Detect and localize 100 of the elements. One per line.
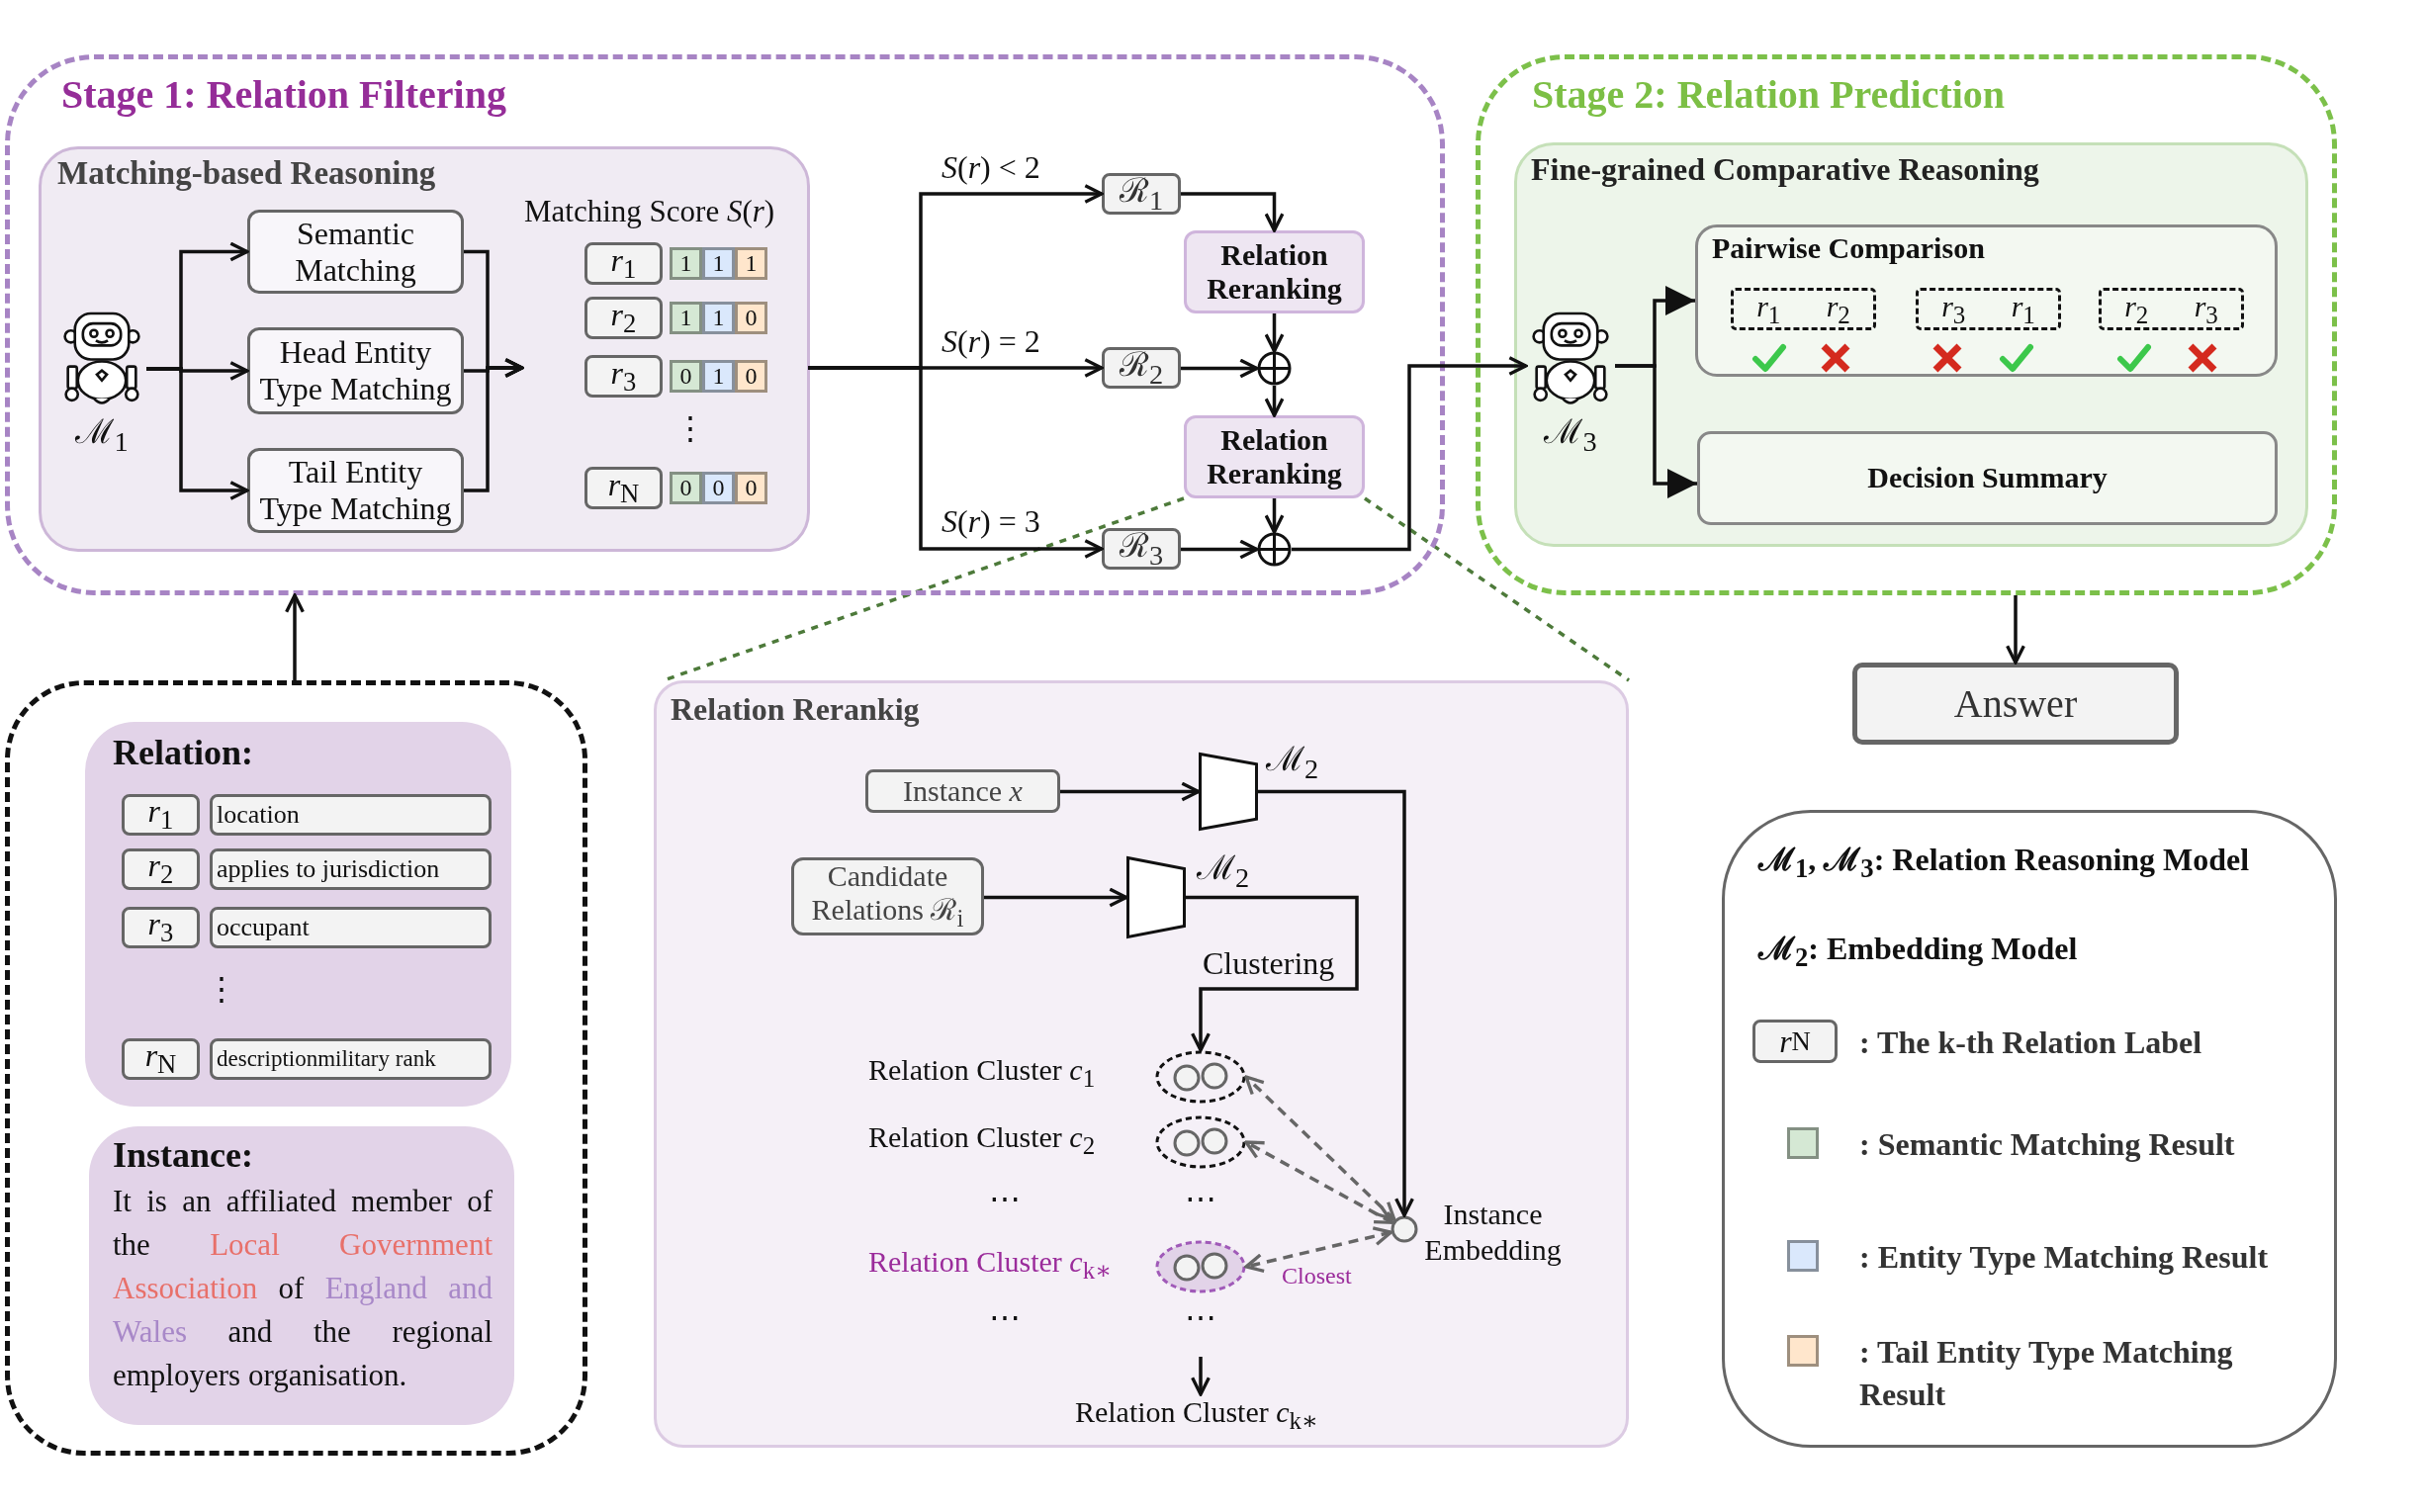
box-label: applies to jurisdiction — [217, 854, 440, 884]
arrow — [1191, 1357, 1211, 1396]
panel — [39, 146, 810, 552]
box-label: 0 — [745, 474, 758, 502]
relation-symbol: r$_{2}$ — [1826, 291, 1850, 327]
box-label: 1 — [679, 304, 692, 332]
box-label: ℛ$_{3}$ — [1119, 525, 1164, 573]
box-label: 1 — [745, 249, 758, 278]
dashed-frame — [5, 680, 587, 1456]
relation-symbol: r$_{2}$ — [2124, 291, 2149, 327]
box-label: r$_{1}$ — [610, 241, 637, 286]
box-label: 0 — [745, 304, 758, 332]
panel-title: Relation Rerankig — [671, 691, 920, 728]
ellipsis-dots: ⋮ — [210, 970, 233, 1009]
sum-junction-symbol — [1257, 532, 1292, 567]
box-label: Semantic Matching — [294, 215, 417, 289]
box-label: Answer — [1953, 680, 2078, 727]
panel-title: Matching-based Reasoning — [57, 155, 436, 192]
arrow — [1258, 789, 1414, 1217]
box-label: r$_{1}$ — [147, 793, 174, 837]
score-cell — [670, 247, 702, 280]
relation-symbol: r$_{1}$ — [1756, 291, 1781, 327]
relation-symbol: r$_{3}$ — [1941, 291, 1966, 327]
arrow — [2006, 595, 2025, 665]
relation-label-box — [122, 794, 200, 836]
rerank-box — [1184, 230, 1365, 313]
ellipsis-dots: ⋯ — [1184, 1298, 1217, 1337]
rerank-box — [1184, 415, 1365, 498]
relation-symbol: r$_{3}$ — [2194, 291, 2218, 327]
pair-box — [2099, 288, 2244, 330]
score-cell — [702, 247, 735, 280]
box-label: 1 — [712, 304, 725, 332]
relation-label-box — [584, 297, 663, 339]
answer-box — [1852, 663, 2179, 745]
arrow — [1264, 313, 1285, 353]
score-cell — [702, 472, 735, 504]
model-label: ℳ$_{1}$ — [75, 413, 129, 457]
arrow — [1060, 781, 1201, 802]
stage-title: Stage 2: Relation Prediction — [1532, 71, 2006, 118]
arrow — [285, 593, 305, 680]
embedding-label: Instance Embedding — [1423, 1197, 1563, 1268]
dashed-arrow — [1244, 1226, 1393, 1273]
relation-label-box — [584, 355, 663, 398]
box-label: 0 — [679, 362, 692, 391]
score-cell — [702, 302, 735, 334]
cluster-label: Relation Cluster c$_{1}$ — [868, 1052, 1097, 1094]
score-cell — [735, 472, 767, 504]
ellipsis-dots: ⋯ — [1184, 1180, 1217, 1218]
stage-title: Stage 1: Relation Filtering — [61, 71, 506, 118]
arrow — [146, 367, 249, 500]
panel-title: Fine-grained Comparative Reasoning — [1531, 151, 2039, 188]
box-label: Relation Reranking — [1206, 422, 1343, 491]
score-cell — [735, 360, 767, 393]
pair-box — [1916, 288, 2061, 330]
score-cell — [670, 360, 702, 393]
box-label: 0 — [712, 474, 725, 502]
process-box — [247, 327, 464, 414]
relation-value-box — [210, 907, 492, 948]
legend-text: : Entity Type Matching Result — [1859, 1238, 2270, 1277]
legend-text: : The k-th Relation Label — [1859, 1023, 2203, 1062]
panel-title: Instance: — [113, 1134, 253, 1176]
arrow — [1181, 192, 1285, 232]
relation-symbol: r$_{1}$ — [2011, 291, 2035, 327]
arrow — [808, 366, 1104, 559]
box-label: Decision Summary — [1867, 461, 2108, 495]
arrow — [1292, 356, 1528, 552]
model-label: ℳ$_{2}$ — [1266, 740, 1320, 786]
box-label: 1 — [712, 362, 725, 391]
box-label: r$_{N}$ — [607, 466, 640, 510]
score-cell — [702, 360, 735, 393]
box-label: location — [217, 800, 300, 830]
cluster-ellipse — [1155, 1240, 1246, 1293]
stage-frame — [5, 54, 1445, 595]
relation-set-box — [1102, 528, 1181, 570]
paragraph: It is an affiliated member of the Local Government Association of England and Wales and the regional employers organisation. — [113, 1183, 493, 1394]
relation-value-box — [210, 848, 492, 890]
cluster-label: Relation Cluster c$_{2}$ — [868, 1119, 1097, 1161]
column-heading: Matching Score S(r) — [524, 194, 775, 229]
relation-set-box — [1102, 173, 1181, 215]
sum-junction-symbol — [1257, 351, 1292, 386]
relation-label-box — [122, 1038, 200, 1080]
ellipsis-dots: ⋮ — [678, 409, 702, 448]
embedding-point — [1391, 1215, 1418, 1243]
relation-label-box — [122, 907, 200, 948]
arrow — [1181, 539, 1259, 560]
relation-value-box — [210, 1038, 492, 1080]
zoom-guide-line — [1364, 496, 1630, 682]
panel — [1695, 224, 2278, 377]
relation-label-box — [122, 848, 200, 890]
cluster-ellipse — [1155, 1050, 1246, 1104]
legend-text: : Tail Entity Type Matching Result — [1859, 1333, 2234, 1415]
box-label: ℛ$_{1}$ — [1119, 170, 1164, 218]
cluster-ellipse — [1155, 1115, 1246, 1169]
model-label: ℳ$_{2}$ — [1197, 848, 1251, 895]
box-label: occupant — [217, 913, 310, 942]
arrow — [1615, 364, 1697, 498]
arrow — [1181, 358, 1259, 379]
legend-text: ℳ$_{1}$, ℳ$_{3}$: Relation Reasoning Model — [1758, 841, 2251, 886]
process-box — [247, 210, 464, 294]
box-label: r$_{3}$ — [147, 906, 174, 949]
